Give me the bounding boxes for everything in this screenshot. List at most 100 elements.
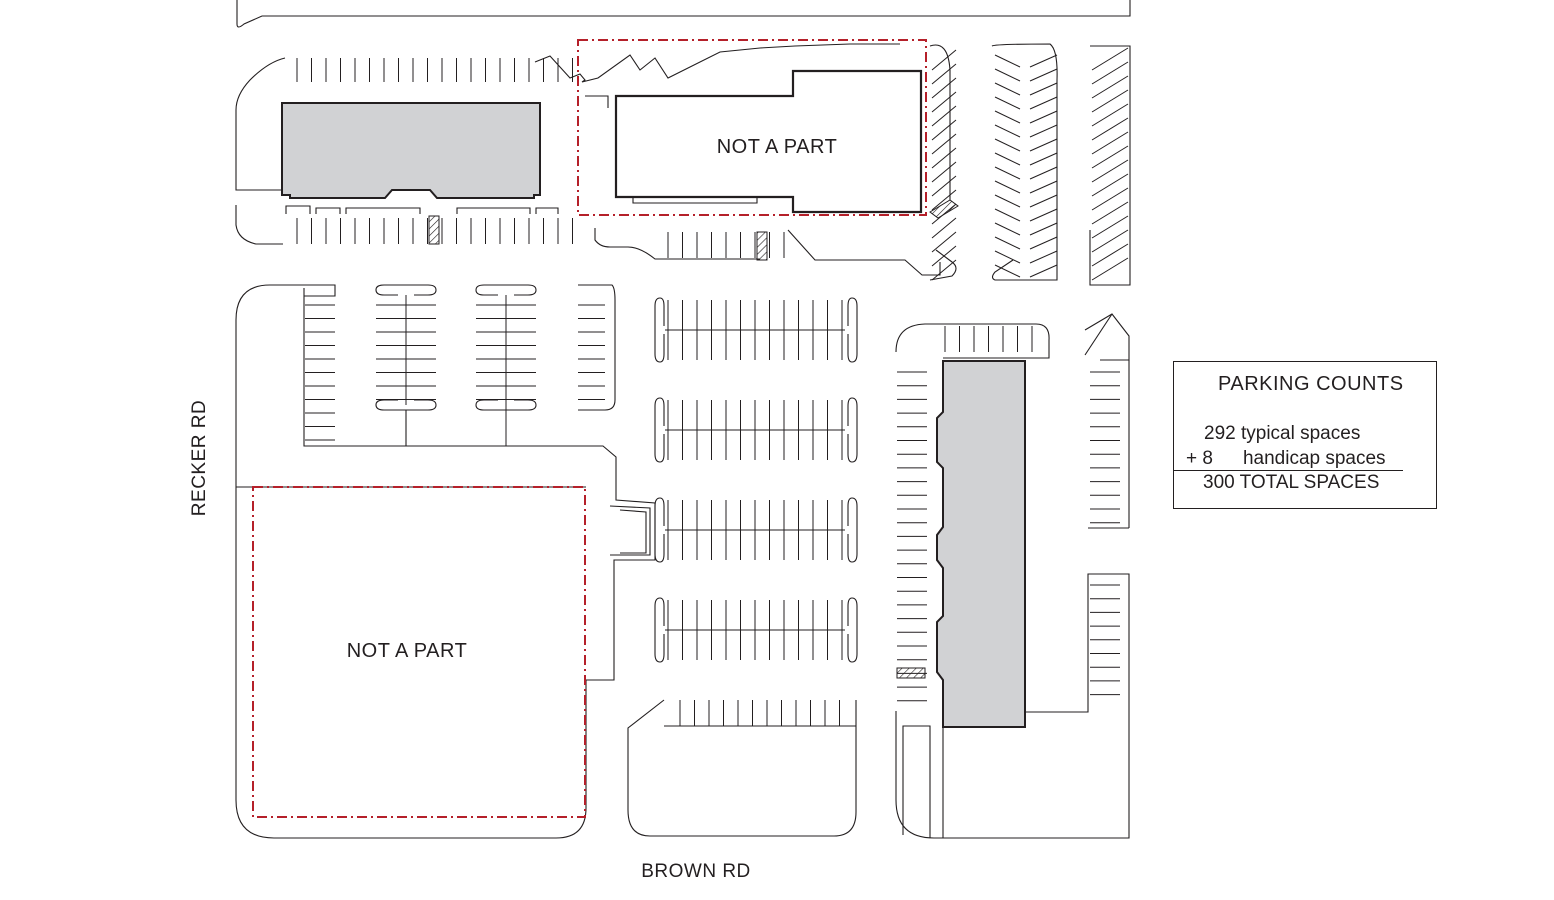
legend-typical-label: typical spaces: [1240, 423, 1361, 444]
parking-stall-stripe: [994, 110, 1021, 124]
north-parking-curb: [235, 57, 286, 191]
ne-parking-curb: [929, 44, 951, 200]
parking-stall-stripe: [931, 189, 957, 211]
parking-stall-stripe: [994, 250, 1021, 264]
parking-stall-stripe: [1091, 229, 1129, 253]
parking-stall-stripe: [931, 175, 957, 197]
handicap-stall-hatch: [428, 215, 440, 245]
parking-stall-stripe: [1029, 152, 1058, 166]
parking-stall-stripe: [1029, 110, 1058, 124]
parking-stall-stripe: [1029, 96, 1058, 110]
parking-counts-legend: PARKING COUNTS 292 typical spaces + 8 han…: [1173, 361, 1437, 509]
parking-stall-stripe: [1091, 89, 1129, 113]
parking-stall-stripe: [1091, 117, 1129, 141]
parking-stall-stripe: [994, 166, 1021, 180]
parking-stall-stripe: [994, 264, 1021, 278]
parking-row-end-curb: [847, 597, 858, 663]
parking-stall-stripe: [1029, 194, 1058, 208]
legend-typical-row: 292 typical spaces: [1204, 423, 1360, 445]
parking-stall-stripe: [1091, 201, 1129, 225]
parking-stall-stripe: [1091, 187, 1129, 211]
parking-stall-stripe: [994, 208, 1021, 222]
parking-stall-stripe: [1091, 173, 1129, 197]
parking-stall-stripe: [931, 245, 957, 267]
parking-stall-stripe: [931, 259, 957, 281]
street-label-recker: RECKER RD: [189, 400, 210, 516]
parking-stall-stripe: [1029, 166, 1058, 180]
parking-bay-end-curb: [475, 284, 537, 296]
parking-stall-stripe: [1029, 264, 1058, 278]
legend-handicap-label: handicap spaces: [1242, 448, 1386, 469]
parking-stall-stripe: [994, 194, 1021, 208]
parking-stall-stripe: [1029, 54, 1058, 68]
north-building-storefronts: [285, 205, 559, 214]
parking-row-end-curb: [847, 497, 858, 563]
parking-stall-stripe: [931, 91, 957, 113]
parking-stall-stripe: [1091, 257, 1129, 281]
parking-bay-end-curb: [578, 284, 616, 411]
parking-stall-stripe: [931, 63, 957, 85]
legend-typical-count: 292: [1204, 423, 1236, 444]
parking-stall-stripe: [1029, 222, 1058, 236]
parking-row-end-curb: [847, 397, 858, 463]
parking-stalls: [296, 47, 1129, 727]
parking-stall-stripe: [994, 236, 1021, 250]
parking-row-end-curb: [654, 397, 665, 463]
parking-stall-stripe: [931, 105, 957, 127]
parking-stall-stripe: [931, 49, 957, 71]
legend-title: PARKING COUNTS: [1218, 373, 1404, 395]
north-drive-aisle-curb: [594, 228, 760, 260]
legend-handicap-prefix: + 8: [1186, 448, 1213, 469]
parking-bay-end-curb: [375, 284, 437, 296]
parking-stall-stripe: [1091, 103, 1129, 127]
parking-stall-stripe: [931, 119, 957, 141]
parking-stall-stripe: [1091, 75, 1129, 99]
npa-southwest-boundary: [252, 486, 586, 818]
npa-southwest-label: NOT A PART: [347, 640, 468, 662]
parking-stall-stripe: [931, 133, 957, 155]
parking-stall-stripe: [931, 203, 957, 225]
parking-stall-stripe: [994, 152, 1021, 166]
parking-stall-stripe: [994, 180, 1021, 194]
ne-parking-island-east: [1089, 45, 1131, 286]
street-label-brown: BROWN RD: [641, 861, 751, 882]
north-road-edge: [236, 0, 1131, 28]
parking-stall-stripe: [1091, 145, 1129, 169]
parking-stall-stripe: [1029, 138, 1058, 152]
parking-stall-stripe: [1091, 215, 1129, 239]
parking-row-end-curb: [654, 297, 665, 363]
parking-stall-stripe: [931, 231, 957, 253]
parking-stall-stripe: [994, 138, 1021, 152]
parking-stall-stripe: [1029, 180, 1058, 194]
parking-stall-stripe: [1029, 236, 1058, 250]
parking-stall-stripe: [1091, 61, 1129, 85]
parking-stall-stripe: [1091, 159, 1129, 183]
npa-north-label: NOT A PART: [717, 136, 838, 158]
handicap-stall-hatch: [756, 231, 768, 261]
parking-stall-stripe: [1029, 208, 1058, 222]
parking-stall-stripe: [994, 222, 1021, 236]
parking-stall-stripe: [1029, 250, 1058, 264]
parking-stall-stripe: [931, 161, 957, 183]
parking-stall-stripe: [1091, 47, 1129, 71]
ne-parking-island-center: [991, 43, 1058, 281]
npa-north-boundary: [577, 39, 927, 216]
parking-stall-stripe: [1029, 82, 1058, 96]
parking-stall-stripe: [931, 217, 957, 239]
parking-stall-stripe: [1091, 243, 1129, 267]
parking-row-end-curb: [654, 597, 665, 663]
west-site-boundary: [235, 288, 656, 839]
parking-stall-stripe: [931, 147, 957, 169]
parking-row-end-curb: [654, 497, 665, 563]
north-parking-curb-south: [235, 205, 283, 245]
parking-stall-stripe: [994, 54, 1021, 68]
north-retail-building: [281, 102, 541, 199]
south-parking-curb: [627, 699, 857, 837]
parking-row-end-curb: [847, 297, 858, 363]
handicap-stall-hatch: [929, 199, 959, 219]
legend-sum-rule: [1174, 470, 1403, 471]
parking-stall-stripe: [1029, 124, 1058, 138]
npa-north-building: [614, 69, 923, 214]
parking-stall-stripe: [994, 68, 1021, 82]
